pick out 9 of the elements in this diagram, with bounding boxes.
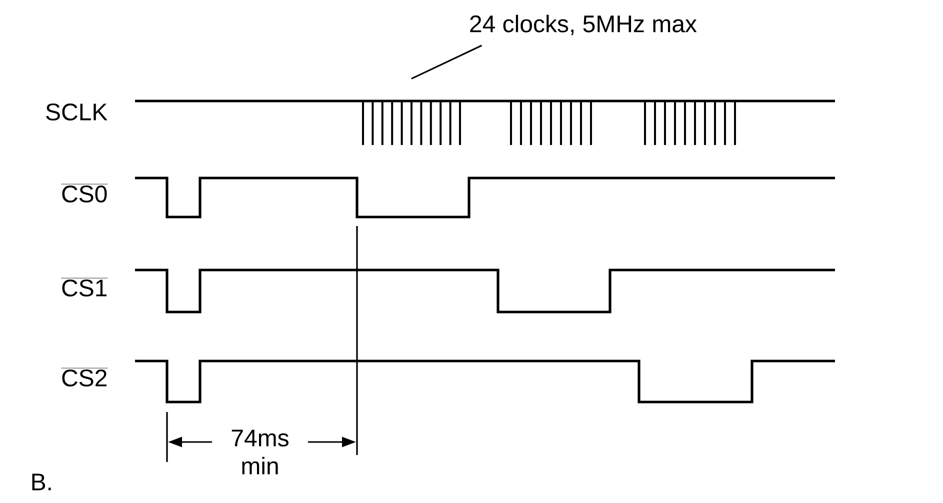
dimension-label: 74ms min [224,428,296,476]
signal-name: CS2 [60,368,108,386]
leader-line [411,44,482,80]
signal-name: CS0 [60,184,108,202]
signal-name: CS1 [60,278,108,296]
panel-label: B. [32,474,51,490]
clock-pulses [362,100,461,146]
signal-name: SCLK [46,104,108,120]
annotation-text: 24 clocks, 5MHz max [470,14,697,36]
